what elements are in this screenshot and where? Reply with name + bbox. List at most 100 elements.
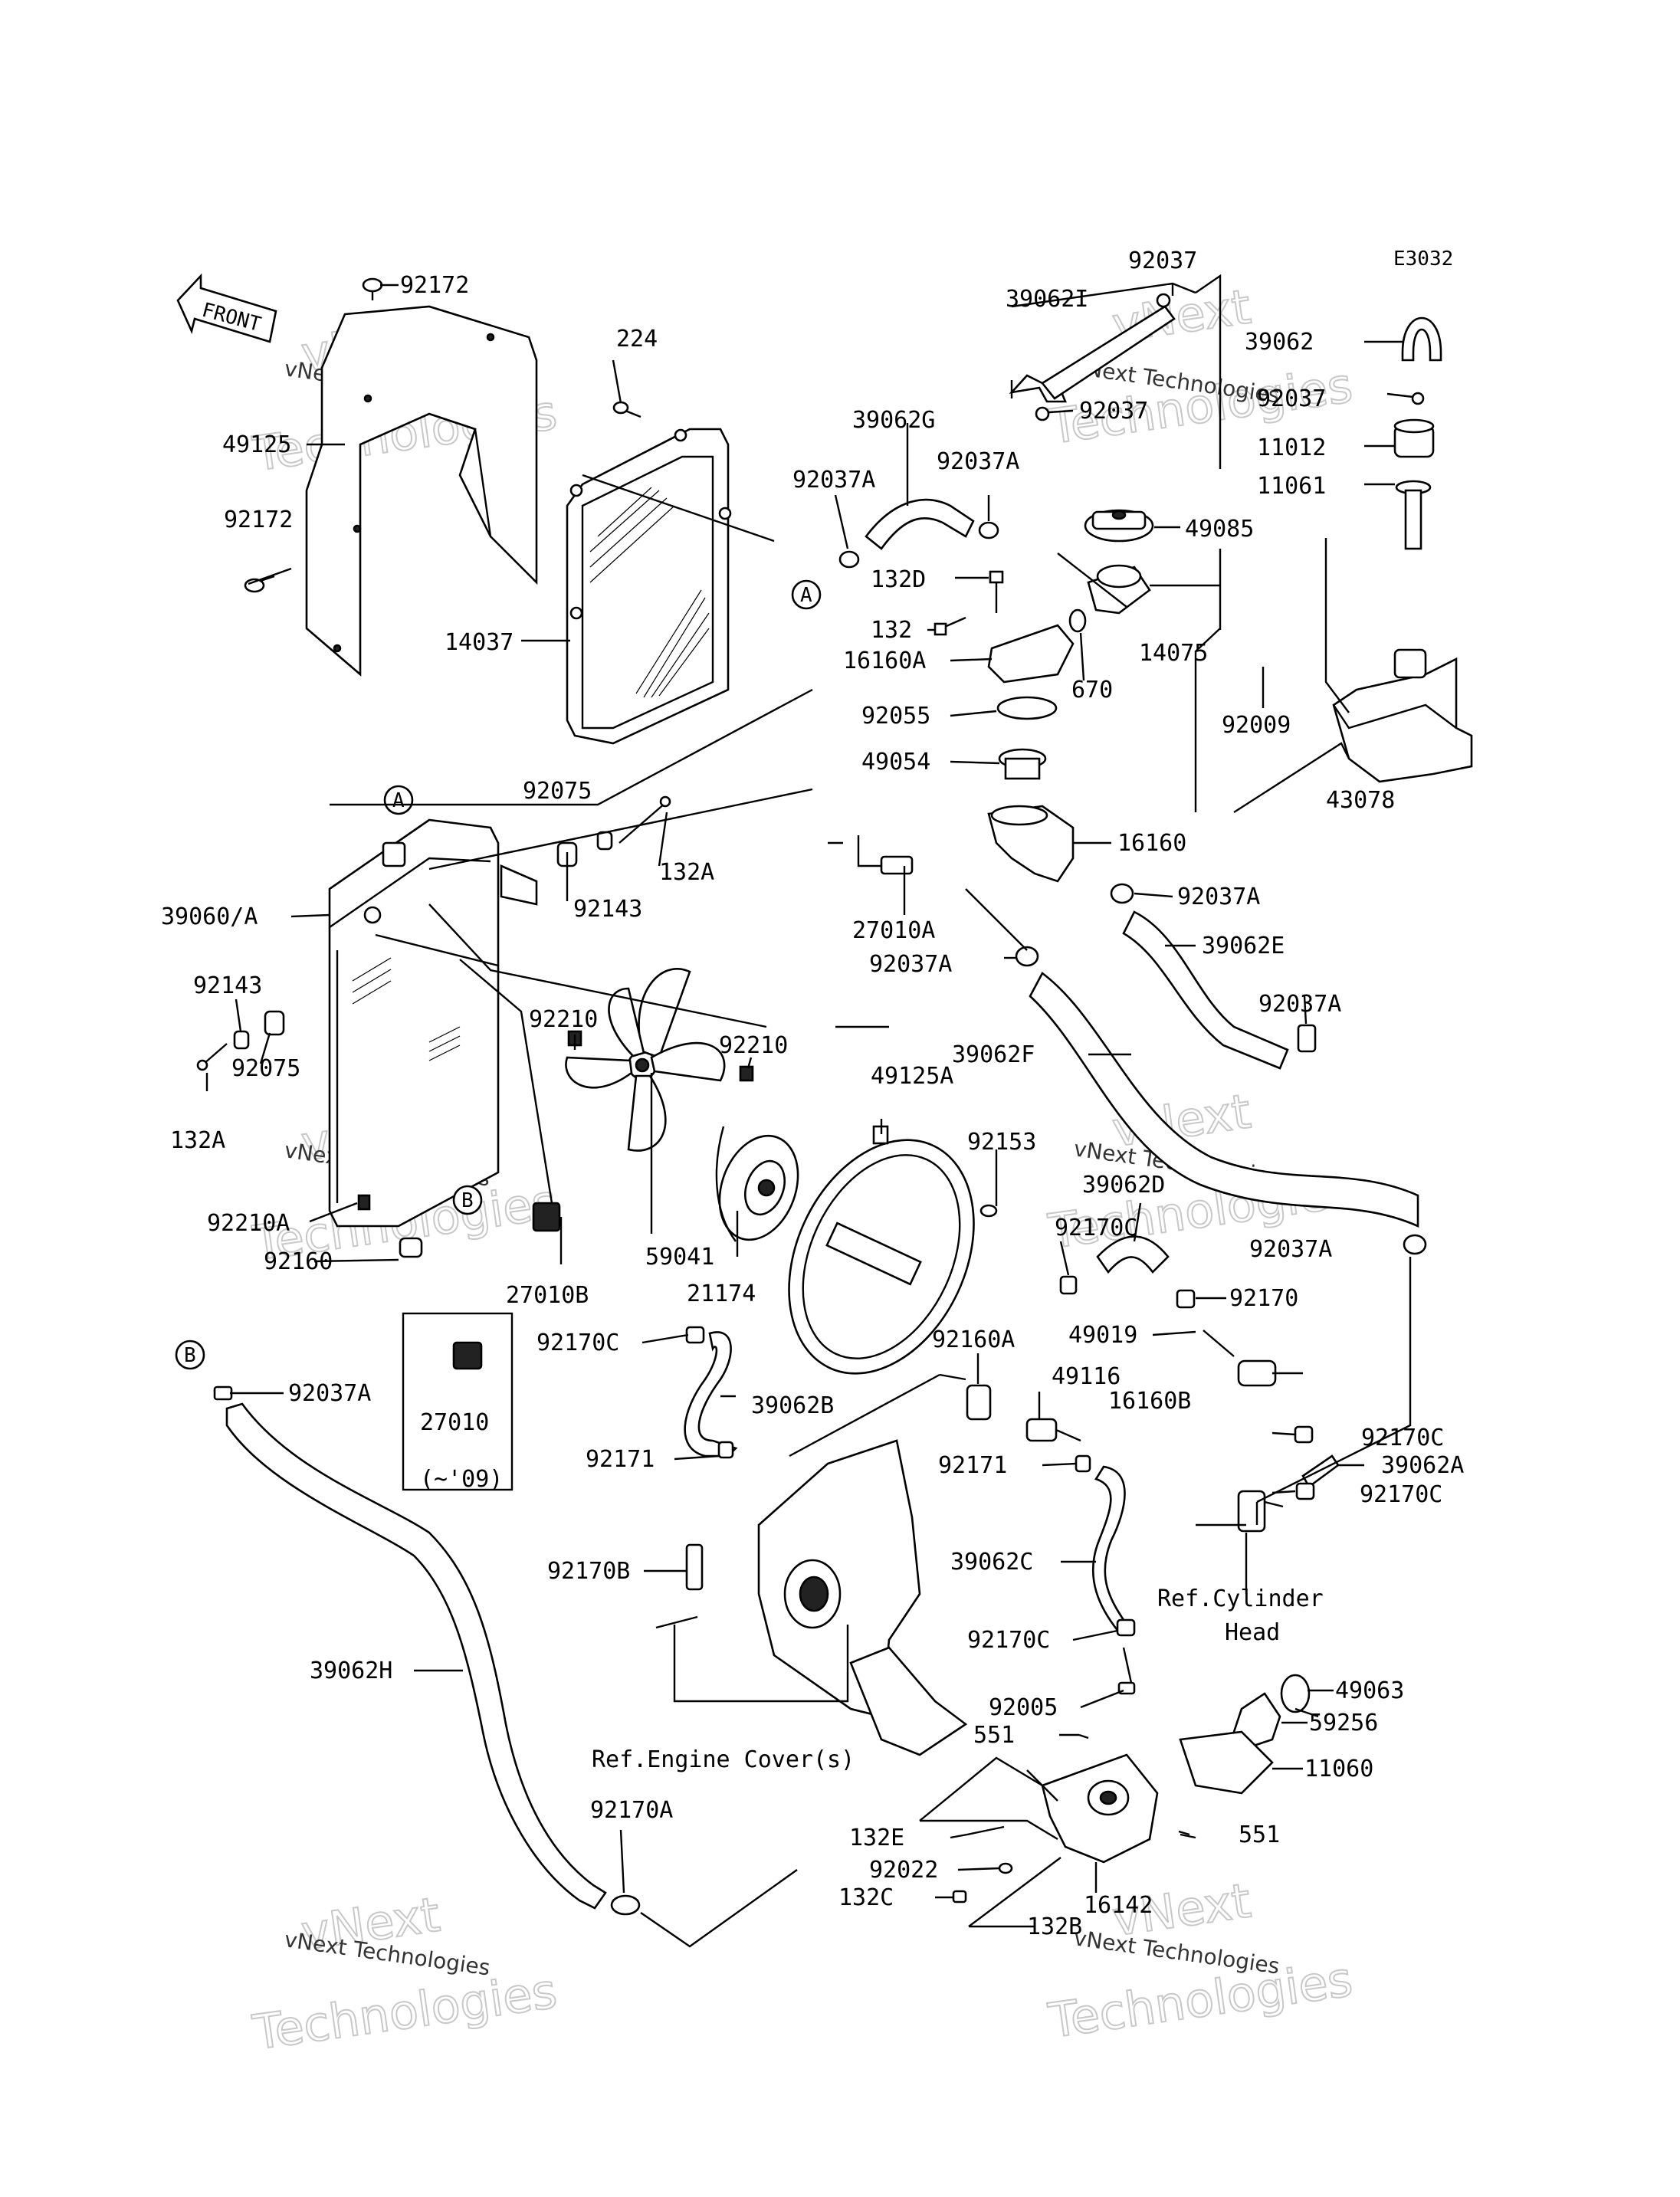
leader-lines	[205, 274, 1414, 1948]
label-224: 224	[616, 326, 658, 353]
label-132e: 132E	[849, 1825, 904, 1851]
label-59256: 59256	[1309, 1710, 1378, 1736]
label-49085: 49085	[1185, 516, 1254, 543]
radiator-screen-part	[566, 428, 732, 745]
label-16160a: 16160A	[843, 648, 926, 674]
label-11012: 11012	[1257, 434, 1326, 461]
fan-motor-part	[715, 1126, 799, 1242]
label-92143-right: 92143	[573, 896, 642, 923]
washer-92022-icon	[998, 1862, 1013, 1874]
label-49054: 49054	[861, 749, 930, 776]
clamp-92037a-end-icon	[1297, 1024, 1317, 1053]
radiator-cap-49085-icon	[1084, 509, 1154, 543]
pipe-16160b-icon	[1237, 1359, 1277, 1387]
label-11060: 11060	[1304, 1756, 1373, 1782]
seal-49063-icon	[1280, 1674, 1311, 1713]
bolt-132d-icon	[989, 570, 1004, 613]
pump-cover-11060-icon	[1179, 1730, 1274, 1795]
callout-a-mid: A	[383, 785, 414, 815]
label-ref-engine-cover: Ref.Engine Cover(s)	[592, 1746, 855, 1773]
clip-92037-tank-icon	[1411, 392, 1425, 405]
label-92037a-far: 92037A	[1249, 1236, 1332, 1263]
label-49063: 49063	[1335, 1677, 1404, 1704]
label-27010a: 27010A	[852, 917, 935, 944]
label-92037a-lower: 92037A	[869, 951, 952, 978]
clamp-92170c-head-top-icon	[1294, 1425, 1314, 1444]
label-27010b: 27010B	[506, 1282, 589, 1309]
label-92143-left: 92143	[193, 972, 262, 999]
label-92153: 92153	[967, 1129, 1036, 1156]
clamp-92037a-far-icon	[1403, 1234, 1427, 1255]
radiator-shroud-part	[305, 305, 538, 677]
label-551-top: 551	[973, 1722, 1015, 1749]
filler-neck-14075-icon	[1087, 564, 1151, 615]
hose-39062d-icon	[1096, 1235, 1170, 1274]
label-39060: 39060/A	[161, 903, 258, 930]
thermostat-housing-16160-icon	[987, 805, 1075, 883]
callout-a-top: A	[791, 579, 822, 610]
label-11061: 11061	[1257, 473, 1326, 500]
thermostat-cover-16160a-icon	[987, 624, 1075, 684]
grommet-92160-icon	[399, 1237, 423, 1258]
label-92037a-left: 92037A	[792, 467, 875, 494]
label-39062e: 39062E	[1202, 933, 1285, 959]
label-132c: 132C	[838, 1884, 894, 1911]
label-59041: 59041	[645, 1244, 714, 1271]
bolt-132c-icon	[952, 1890, 967, 1904]
label-14075: 14075	[1139, 640, 1208, 667]
reservoir-tank-part	[1332, 648, 1473, 783]
fan-shroud-part	[788, 1125, 975, 1375]
fitting-49116-icon	[1025, 1418, 1081, 1442]
grommet-92160a-icon	[966, 1384, 992, 1421]
svg-text:A: A	[800, 584, 812, 607]
clip-92037-mid-icon	[1035, 406, 1050, 421]
svg-text:B: B	[184, 1344, 196, 1367]
hose-39062c-icon	[1091, 1465, 1128, 1634]
label-92009: 92009	[1222, 712, 1291, 739]
label-92037a-right: 92037A	[937, 448, 1019, 475]
label-39062d: 39062D	[1082, 1172, 1165, 1199]
clamp-92037a-left-icon	[838, 550, 860, 569]
clamp-92037a-right-icon	[978, 521, 999, 539]
clamp-92170-right-icon	[1176, 1289, 1196, 1309]
label-92075-right: 92075	[523, 778, 592, 805]
label-92075-left: 92075	[231, 1055, 300, 1082]
label-92005: 92005	[989, 1694, 1058, 1721]
pin-551-top-icon	[1078, 1733, 1089, 1740]
cap-11012-icon	[1393, 418, 1435, 458]
radiator-assembly-part	[328, 818, 538, 1228]
hose-39062e-icon	[1122, 910, 1289, 1070]
screw-92172-top-icon	[362, 277, 383, 300]
nut-92210-motor-icon	[739, 1065, 754, 1082]
label-49125: 49125	[222, 431, 291, 458]
svg-text:Technologies: Technologies	[249, 1963, 560, 2061]
label-39062: 39062	[1245, 329, 1314, 356]
water-pump-body-part	[1041, 1753, 1159, 1864]
label-132: 132	[871, 617, 912, 644]
label-92170c-39062b: 92170C	[536, 1330, 619, 1356]
label-92172-lower: 92172	[224, 507, 293, 533]
callout-b-mid: B	[452, 1185, 483, 1215]
label-ref-cylinder-head: Head	[1225, 1619, 1280, 1646]
label-27010: 27010	[420, 1409, 489, 1436]
label-132b: 132B	[1027, 1913, 1082, 1940]
label-551-bottom: 551	[1239, 1822, 1280, 1848]
fan-switch-27010b-icon	[532, 1202, 561, 1232]
bracket-92170b-icon	[685, 1543, 704, 1591]
clip-92037-top-icon	[1156, 293, 1171, 308]
label-92170c-head-bottom: 92170C	[1360, 1481, 1442, 1508]
label-92160a: 92160A	[932, 1326, 1015, 1353]
label-92055: 92055	[861, 703, 930, 730]
clamp-92170c-39062c-icon	[1116, 1618, 1136, 1637]
label-39062g: 39062G	[852, 407, 935, 434]
bolt-92005-icon	[1117, 1647, 1136, 1695]
part-labels: 92172 224 92037 39062I 39062 92037 92037…	[161, 248, 1464, 1940]
fitting-49019-icon	[1203, 1330, 1235, 1357]
bolt-224-icon	[612, 401, 641, 418]
label-92037a-thermo: 92037A	[1177, 884, 1260, 910]
label-21174: 21174	[687, 1280, 756, 1307]
hose-39062b-icon	[684, 1331, 738, 1458]
bolt-132a-right-icon	[619, 795, 671, 844]
callout-b-left: B	[175, 1340, 205, 1370]
